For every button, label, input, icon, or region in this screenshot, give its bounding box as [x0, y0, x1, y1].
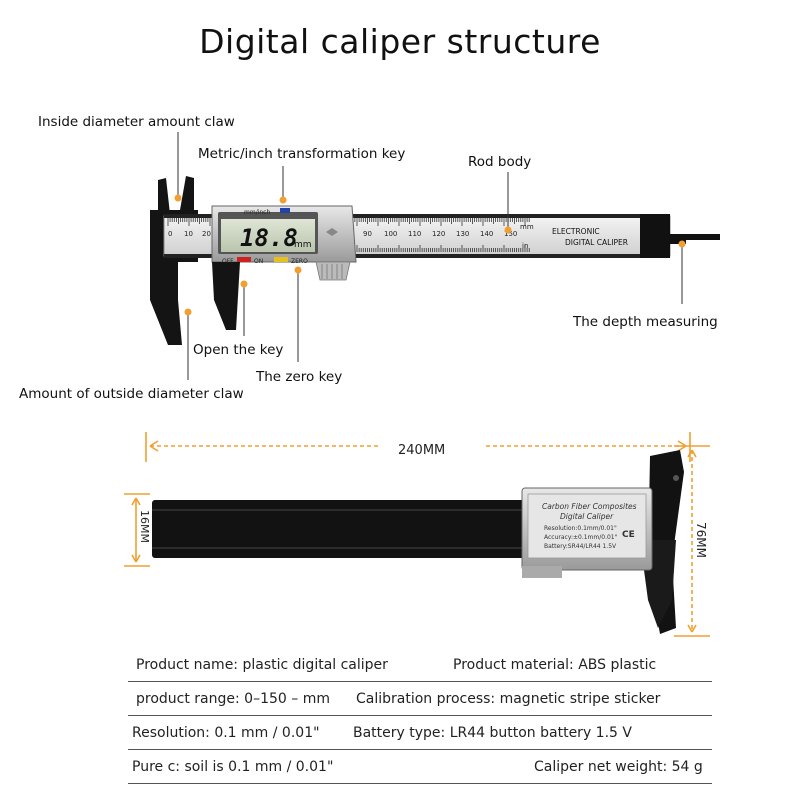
- bottom-label-3: Resolution:0.1mm/0.01": [544, 525, 617, 532]
- scale-num: 140: [480, 230, 493, 238]
- caliper-illustration: 18.8 mm mm/inch OFF ON ZERO 90 100 110 1…: [124, 132, 720, 637]
- row-divider: [128, 749, 712, 750]
- diagram-title: Digital caliper structure: [199, 22, 601, 61]
- scale-num: 130: [456, 230, 469, 238]
- scale-num: 100: [384, 230, 397, 238]
- spec-row: Pure c: soil is 0.1 mm / 0.01" Caliper n…: [0, 750, 800, 784]
- zero-key: [274, 257, 288, 262]
- callout-outside-claw: Amount of outside diameter claw: [19, 386, 244, 402]
- off-label: OFF: [222, 258, 234, 265]
- dimension-height-right-label: 76MM: [694, 522, 708, 558]
- top-caliper: 18.8 mm mm/inch OFF ON ZERO 90 100 110 1…: [150, 176, 720, 345]
- on-label: ON: [254, 258, 263, 265]
- spec-row: Product name: plastic digital caliper Pr…: [0, 648, 800, 682]
- callout-dot: [294, 266, 302, 274]
- row-divider: [128, 783, 712, 784]
- unit-key: [280, 208, 290, 213]
- spec-table: Product name: plastic digital caliper Pr…: [0, 648, 800, 800]
- lcd-unit: mm: [294, 240, 312, 250]
- spec-left: product range: 0–150 – mm: [136, 691, 330, 707]
- dimension-16: [124, 493, 150, 567]
- callout-dot: [184, 308, 192, 316]
- row-divider: [128, 681, 712, 682]
- dimension-length-label: 240MM: [398, 443, 445, 458]
- callout-zero-key: The zero key: [256, 369, 343, 385]
- rod-numbers: 90 100 110 120 130 140 150 mm in 0 10 20: [168, 223, 534, 250]
- scale-unit-mm: mm: [520, 223, 534, 231]
- dimension-76: [674, 445, 710, 637]
- callout-dot: [504, 226, 512, 234]
- bottom-label-1: Carbon Fiber Composites: [542, 502, 637, 511]
- inside-claw-fixed: [158, 178, 170, 214]
- spec-row: Resolution: 0.1 mm / 0.01" Battery type:…: [0, 716, 800, 750]
- spec-left: Product name: plastic digital caliper: [136, 657, 388, 673]
- thumb-wheel: [315, 261, 351, 281]
- scale-small-num: 10: [184, 230, 193, 238]
- bottom-label-5: Battery:SR44/LR44 1.5V: [544, 543, 617, 550]
- unit-key-label: mm/inch: [244, 209, 270, 216]
- callout-open-key: Open the key: [193, 342, 284, 358]
- callout-pointers: [177, 132, 683, 380]
- rod-text-digital-caliper: DIGITAL CALIPER: [565, 238, 628, 247]
- bottom-caliper: Carbon Fiber Composites Digital Caliper …: [152, 450, 684, 634]
- spec-right: Product material: ABS plastic: [453, 657, 657, 673]
- spec-right: Caliper net weight: 54 g: [534, 759, 703, 775]
- scale-unit-in: in: [522, 242, 528, 250]
- zero-label: ZERO: [291, 258, 308, 265]
- bottom-label-2: Digital Caliper: [560, 512, 614, 521]
- ce-mark: CE: [622, 530, 635, 540]
- spec-left: Pure c: soil is 0.1 mm / 0.01": [132, 759, 334, 775]
- row-divider: [128, 715, 712, 716]
- callout-dot: [678, 240, 686, 248]
- rod-print: ELECTRONIC DIGITAL CALIPER: [552, 227, 628, 247]
- scale-num: 110: [408, 230, 421, 238]
- callout-metric-key: Metric/inch transformation key: [198, 146, 406, 162]
- on-off-key: [237, 257, 251, 262]
- scale-num: 90: [363, 230, 372, 238]
- callout-dot: [279, 196, 287, 204]
- scale-num: 150: [504, 230, 517, 238]
- rod-scale: [167, 218, 530, 252]
- spec-row: product range: 0–150 – mm Calibration pr…: [0, 682, 800, 716]
- spec-left: Resolution: 0.1 mm / 0.01": [132, 725, 320, 741]
- callout-dot: [240, 280, 248, 288]
- callout-inside-claw: Inside diameter amount claw: [38, 114, 235, 130]
- bottom-rod: [152, 500, 552, 558]
- brand-mark: [326, 228, 338, 236]
- spec-right: Battery type: LR44 button battery 1.5 V: [353, 725, 632, 741]
- rod-text-electronic: ELECTRONIC: [552, 227, 600, 236]
- callout-rod-body: Rod body: [468, 154, 532, 170]
- callout-depth: The depth measuring: [573, 314, 718, 330]
- outside-claw-moving: [212, 262, 240, 330]
- scale-small-num: 0: [168, 230, 172, 238]
- scale-small-num: 20: [202, 230, 211, 238]
- depth-rod: [670, 234, 720, 244]
- dimension-height-left-label: 16MM: [138, 510, 151, 543]
- lcd-screen: [221, 219, 315, 252]
- spec-right: Calibration process: magnetic stripe sti…: [356, 691, 661, 707]
- scale-num: 120: [432, 230, 445, 238]
- lcd-value: 18.8: [240, 224, 298, 252]
- inside-claw-moving: [180, 176, 194, 210]
- callout-dots: [174, 194, 686, 316]
- dimension-240: [145, 432, 691, 462]
- bottom-label-4: Accuracy:±0.1mm/0.01": [544, 534, 618, 541]
- callout-dot: [174, 194, 182, 202]
